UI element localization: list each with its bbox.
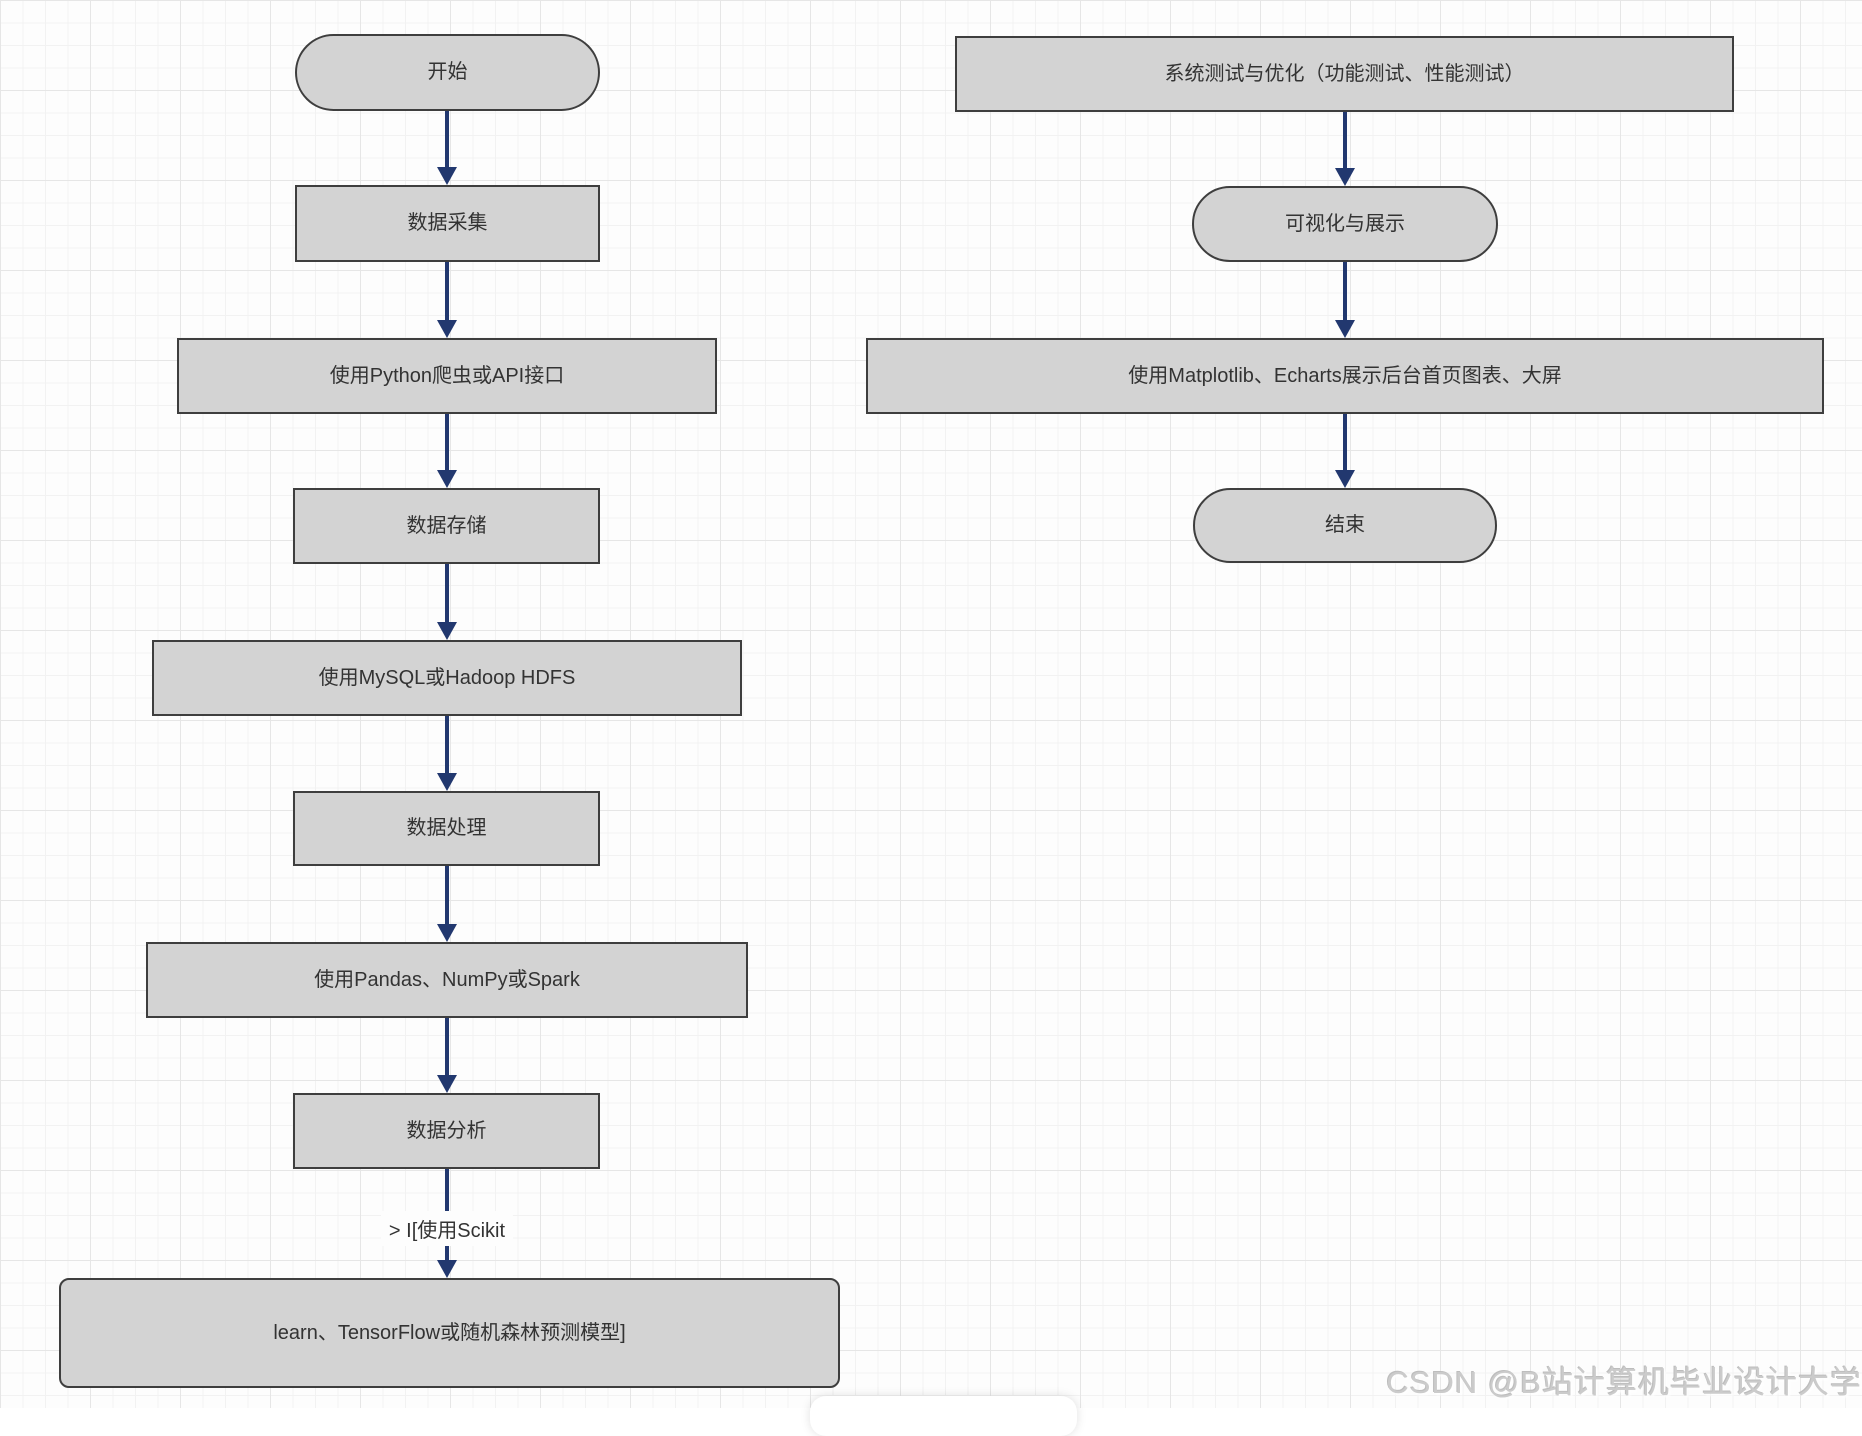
node-pandas-numpy-spark-label: 使用Pandas、NumPy或Spark bbox=[314, 968, 580, 991]
node-python-crawler-api-label: 使用Python爬虫或API接口 bbox=[329, 364, 565, 387]
node-data-processing: 数据处理 bbox=[293, 791, 600, 866]
node-visualization-label: 可视化与展示 bbox=[1285, 212, 1405, 235]
node-system-testing-label: 系统测试与优化（功能测试、性能测试） bbox=[1164, 62, 1525, 85]
arrow-head-icon bbox=[437, 622, 457, 640]
node-data-collection-label: 数据采集 bbox=[407, 212, 488, 234]
floating-toolbar[interactable] bbox=[810, 1396, 1077, 1436]
node-prediction-model: learn、TensorFlow或随机森林预测模型] bbox=[59, 1278, 840, 1388]
arrow-head-icon bbox=[437, 320, 457, 338]
arrow-line bbox=[445, 716, 449, 775]
node-data-storage-label: 数据存储 bbox=[406, 514, 487, 537]
node-pandas-numpy-spark: 使用Pandas、NumPy或Spark bbox=[146, 942, 748, 1018]
node-data-analysis: 数据分析 bbox=[293, 1093, 600, 1169]
node-start-label: 开始 bbox=[427, 61, 468, 83]
node-matplotlib-echarts-label: 使用Matplotlib、Echarts展示后台首页图表、大屏 bbox=[1128, 364, 1562, 387]
arrow-head-icon bbox=[1335, 470, 1355, 488]
arrow-line bbox=[445, 414, 449, 472]
node-data-storage: 数据存储 bbox=[293, 488, 600, 564]
node-system-testing: 系统测试与优化（功能测试、性能测试） bbox=[955, 36, 1734, 112]
watermark: CSDN @B站计算机毕业设计大学 bbox=[1386, 1365, 1862, 1400]
node-data-analysis-label: 数据分析 bbox=[406, 1119, 487, 1142]
arrow-head-icon bbox=[437, 1260, 457, 1278]
arrow-line bbox=[445, 564, 449, 624]
node-python-crawler-api: 使用Python爬虫或API接口 bbox=[177, 338, 717, 414]
node-mysql-hadoop-hdfs-label: 使用MySQL或Hadoop HDFS bbox=[318, 666, 576, 689]
node-data-collection: 数据采集 bbox=[295, 185, 600, 262]
arrow-head-icon bbox=[437, 924, 457, 942]
arrow-line bbox=[1343, 414, 1347, 472]
node-data-processing-label: 数据处理 bbox=[406, 817, 487, 839]
arrow-line bbox=[1343, 112, 1347, 170]
arrow-head-icon bbox=[1335, 168, 1355, 186]
arrow-line bbox=[445, 111, 449, 169]
arrow-head-icon bbox=[1335, 320, 1355, 338]
node-start: 开始 bbox=[295, 34, 600, 111]
node-end-label: 结束 bbox=[1325, 514, 1365, 536]
node-end: 结束 bbox=[1193, 488, 1497, 563]
arrow-head-icon bbox=[437, 470, 457, 488]
node-prediction-model-label: learn、TensorFlow或随机森林预测模型] bbox=[273, 1321, 626, 1344]
arrow-line bbox=[445, 1018, 449, 1077]
node-matplotlib-echarts: 使用Matplotlib、Echarts展示后台首页图表、大屏 bbox=[866, 338, 1824, 414]
edge-label-scikit: > I[使用Scikit bbox=[380, 1211, 514, 1246]
arrow-line bbox=[445, 866, 449, 926]
arrow-head-icon bbox=[437, 773, 457, 791]
node-mysql-hadoop-hdfs: 使用MySQL或Hadoop HDFS bbox=[152, 640, 742, 716]
arrow-head-icon bbox=[437, 1075, 457, 1093]
arrow-head-icon bbox=[437, 167, 457, 185]
arrow-line bbox=[1343, 262, 1347, 322]
node-visualization: 可视化与展示 bbox=[1192, 186, 1498, 262]
arrow-line bbox=[445, 262, 449, 322]
